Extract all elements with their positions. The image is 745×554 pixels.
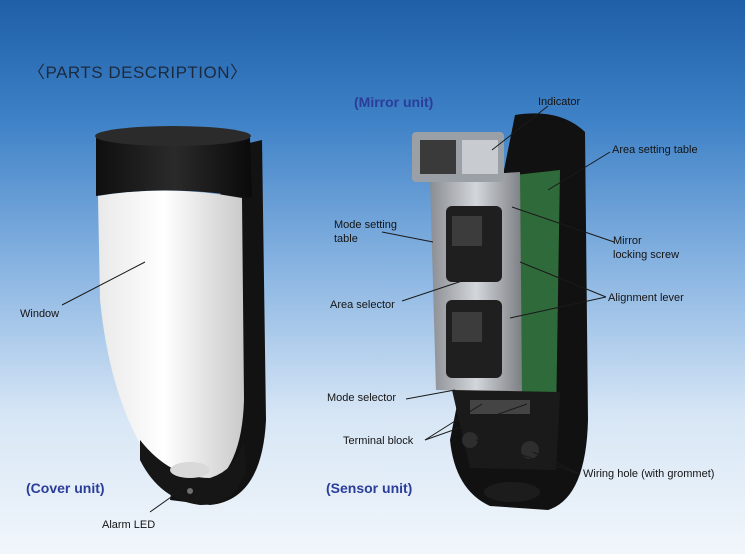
mirror-unit-label: (Mirror unit) bbox=[354, 94, 434, 110]
cover-unit-illustration bbox=[95, 126, 266, 505]
mirror-locking-screw-line1: Mirror bbox=[613, 235, 642, 247]
mirror-locking-screw-label: Mirror locking screw bbox=[613, 234, 679, 262]
terminal-block-label: Terminal block bbox=[343, 435, 414, 447]
alignment-lever-label: Alignment lever bbox=[608, 292, 684, 304]
sensor-unit-illustration bbox=[412, 113, 588, 510]
cover-unit-label: (Cover unit) bbox=[26, 480, 105, 496]
sensor-unit-label: (Sensor unit) bbox=[326, 480, 413, 496]
area-setting-table-label: Area setting table bbox=[612, 144, 698, 156]
indicator-label: Indicator bbox=[538, 96, 581, 108]
mode-setting-table-label: Mode setting table bbox=[334, 218, 397, 246]
mode-setting-table-line2: table bbox=[334, 233, 358, 245]
alarm-led-label: Alarm LED bbox=[102, 519, 156, 531]
mode-selector-label: Mode selector bbox=[327, 392, 397, 404]
area-selector-label: Area selector bbox=[330, 299, 395, 311]
page-title: 〈PARTS DESCRIPTION〉 bbox=[28, 63, 248, 82]
window-label: Window bbox=[20, 308, 60, 320]
mirror-locking-screw-line2: locking screw bbox=[613, 249, 680, 261]
wiring-hole-label: Wiring hole (with grommet) bbox=[583, 468, 715, 480]
leader-lines bbox=[61, 105, 615, 513]
mode-setting-table-line1: Mode setting bbox=[334, 219, 397, 231]
